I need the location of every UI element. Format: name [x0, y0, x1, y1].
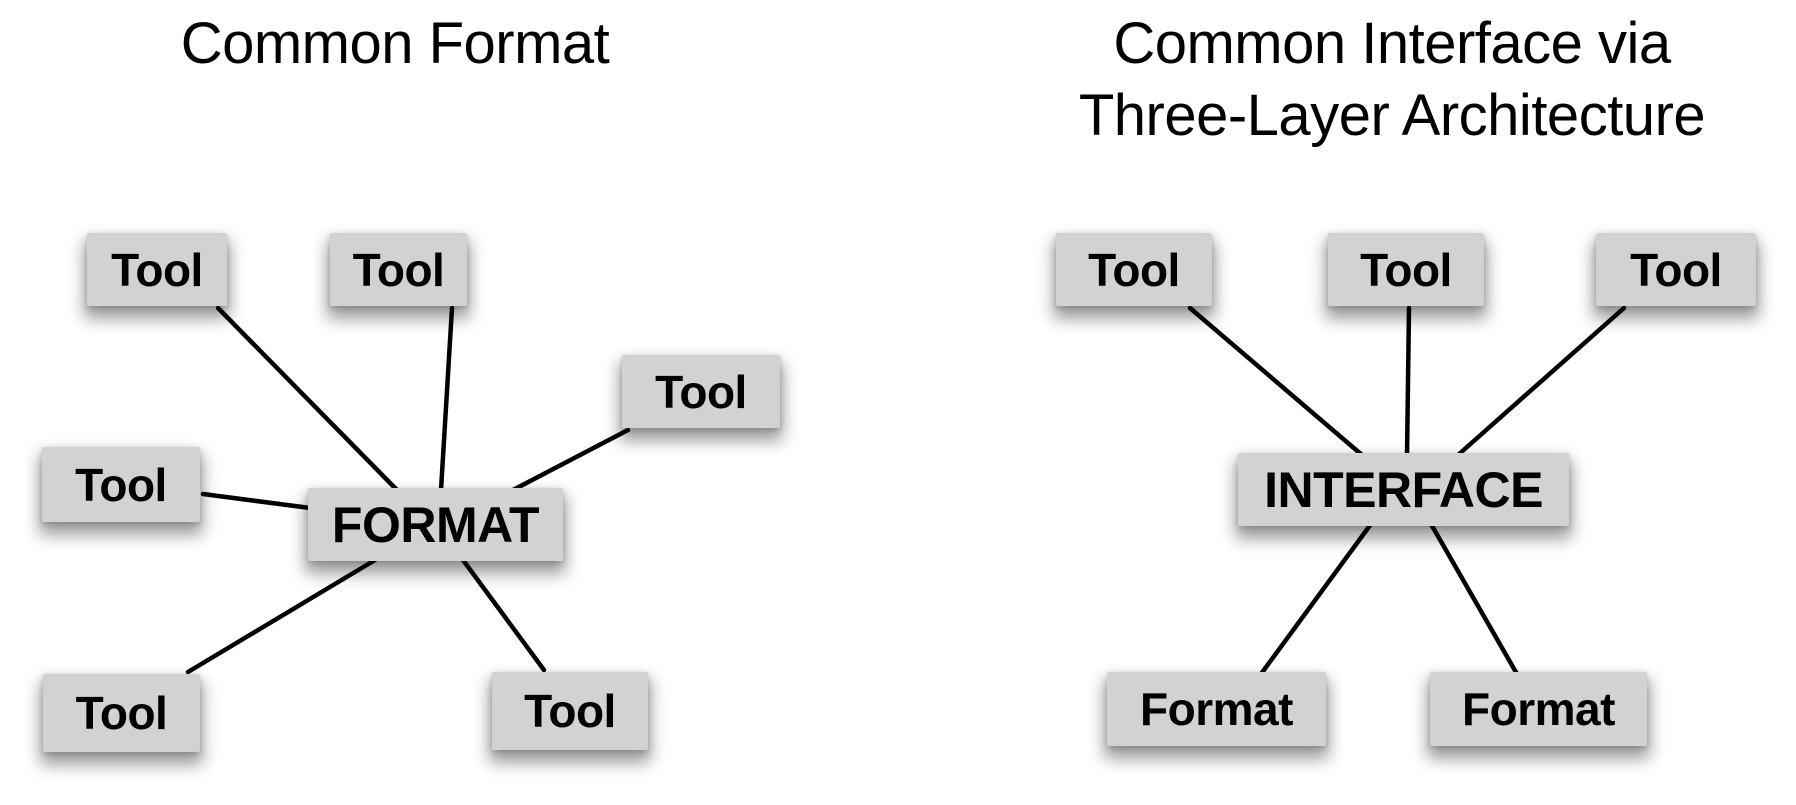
- node-right-format-right: Format: [1430, 672, 1647, 746]
- node-label-left-tool-top-left: Tool: [111, 243, 203, 296]
- node-label-interface-hub: INTERFACE: [1264, 461, 1543, 518]
- node-left-tool-bottom-right: Tool: [492, 672, 648, 750]
- right-title-line-2: Three-Layer Architecture: [1078, 82, 1706, 148]
- node-label-left-tool-middle-left: Tool: [75, 458, 167, 511]
- node-label-right-tool-left: Tool: [1088, 243, 1180, 296]
- node-right-format-left: Format: [1107, 672, 1326, 746]
- node-right-tool-right: Tool: [1596, 233, 1756, 306]
- node-right-tool-left: Tool: [1056, 233, 1212, 306]
- right-diagram-title: Common Interface via Three-Layer Archite…: [1078, 8, 1706, 152]
- node-interface-hub: INTERFACE: [1238, 453, 1569, 526]
- node-label-right-format-left: Format: [1140, 683, 1293, 735]
- node-label-right-format-right: Format: [1462, 683, 1615, 735]
- node-left-tool-bottom-left: Tool: [43, 674, 200, 752]
- node-label-left-tool-top-middle: Tool: [352, 243, 445, 296]
- node-format-hub: FORMAT: [308, 488, 563, 561]
- right-title-line-1: Common Interface via: [1113, 11, 1671, 76]
- left-diagram-title: Common Format: [180, 11, 610, 76]
- node-label-right-tool-right: Tool: [1630, 243, 1722, 296]
- node-label-left-tool-bottom-right: Tool: [524, 685, 616, 737]
- node-left-tool-middle-left: Tool: [42, 447, 200, 522]
- node-left-tool-top-middle: Tool: [330, 233, 467, 306]
- node-label-left-tool-bottom-left: Tool: [75, 687, 168, 739]
- node-right-tool-middle: Tool: [1328, 233, 1484, 306]
- node-left-tool-right: Tool: [622, 355, 780, 428]
- node-label-right-tool-middle: Tool: [1360, 243, 1452, 296]
- node-left-tool-top-left: Tool: [87, 233, 227, 306]
- node-label-format-hub: FORMAT: [331, 496, 540, 553]
- node-label-left-tool-right: Tool: [655, 365, 747, 418]
